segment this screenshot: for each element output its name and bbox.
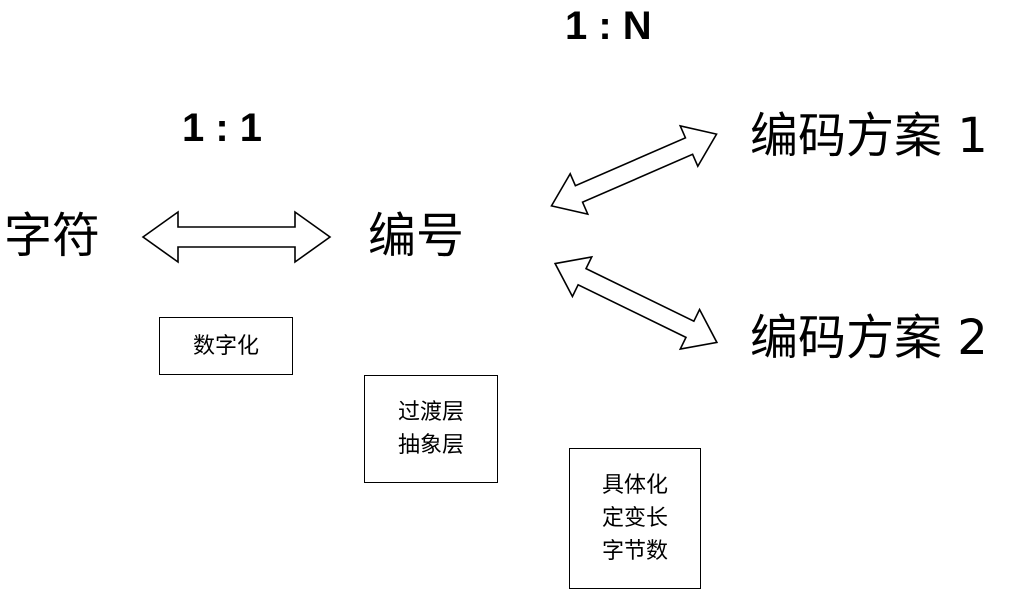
encoding-scheme-2-node: 编码方案 2 bbox=[750, 310, 988, 366]
double-arrow-code-scheme-2 bbox=[553, 255, 719, 351]
note-concretize-line-2: 定变长 bbox=[601, 506, 668, 531]
ratio-one-to-one: 1 : 1 bbox=[182, 106, 263, 150]
note-concretize-line-3: 字节数 bbox=[601, 539, 668, 564]
note-abstraction-line-2: 抽象层 bbox=[397, 433, 464, 458]
note-concretize: 具体化 定变长 字节数 bbox=[569, 448, 701, 589]
double-arrow-character-code bbox=[141, 210, 332, 264]
ratio-one-to-n: 1 : N bbox=[565, 4, 652, 48]
note-abstraction-line-1: 过渡层 bbox=[397, 400, 464, 425]
note-concretize-line-1: 具体化 bbox=[601, 473, 668, 498]
note-digitize: 数字化 bbox=[159, 317, 293, 375]
note-digitize-line-1: 数字化 bbox=[192, 333, 259, 359]
encoding-scheme-1-node: 编码方案 1 bbox=[750, 108, 988, 164]
code-number-node: 编号 bbox=[368, 208, 465, 264]
note-abstraction: 过渡层 抽象层 bbox=[364, 375, 498, 483]
character-node: 字符 bbox=[4, 208, 101, 264]
double-arrow-code-scheme-1 bbox=[550, 124, 718, 216]
